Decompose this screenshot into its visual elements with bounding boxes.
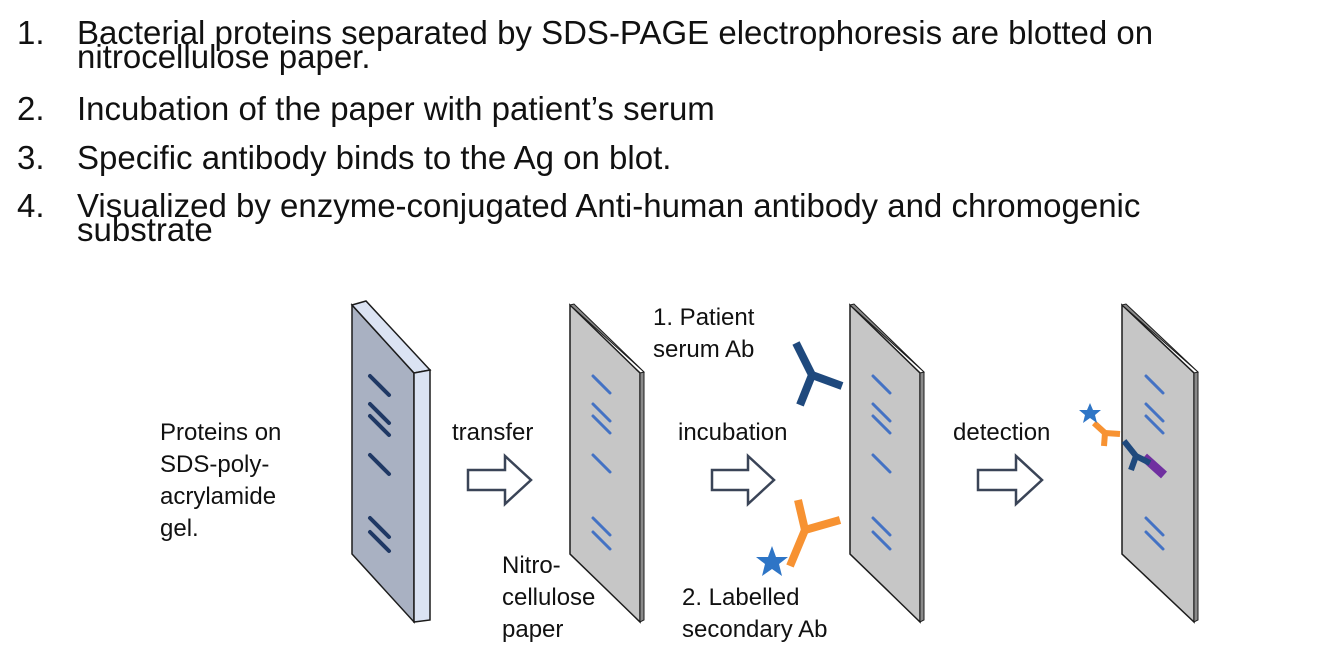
secondary-ab-label: 2. Labelled secondary Ab — [682, 584, 827, 643]
secondary-label-line-1: 2. Labelled — [682, 584, 799, 611]
transfer-arrow-icon — [466, 453, 533, 507]
gel-band — [368, 530, 391, 553]
gel-label: Proteins on SDS-poly- acrylamide gel. — [160, 419, 288, 542]
small-enzyme-star-icon — [1079, 403, 1101, 423]
gel-label-line-1: Proteins on — [160, 419, 281, 446]
paper-front — [569, 303, 641, 624]
paper-band — [1144, 414, 1165, 435]
gel-label-line-2: SDS-poly- — [160, 451, 269, 478]
paper-band — [871, 414, 892, 435]
paper-band — [1144, 374, 1165, 395]
paper-band — [871, 402, 892, 423]
gel-label-line-3: acrylamide — [160, 483, 276, 510]
paper-band — [591, 414, 612, 435]
step-2-line-1: Incubation of the paper with patient’s s… — [77, 90, 715, 127]
gel-band — [368, 453, 391, 476]
paper-edge — [1120, 303, 1200, 623]
paper-band — [1144, 516, 1165, 537]
serum-label-line-2: serum Ab — [653, 336, 754, 363]
serum-ab-label: 1. Patient serum Ab — [653, 304, 761, 363]
step-1-line-1: Bacterial proteins separated by SDS-PAGE… — [77, 14, 1154, 51]
paper-band — [1144, 402, 1165, 423]
step-4-number: 4. — [17, 187, 45, 224]
gel-slab — [350, 300, 432, 624]
step-3-number: 3. — [17, 139, 45, 176]
paper-after-transfer — [568, 303, 645, 624]
paper-band — [1144, 530, 1165, 551]
step-4-line-1: Visualized by enzyme-conjugated Anti-hum… — [77, 187, 1141, 224]
serum-antibody-icon — [792, 341, 844, 407]
paper-band — [591, 402, 612, 423]
nitro-label-line-2: cellulose — [502, 584, 595, 611]
paper-band — [591, 530, 612, 551]
nitrocellulose-label: Nitro- cellulose paper — [502, 552, 602, 643]
paper-band — [871, 516, 892, 537]
step-2-number: 2. — [17, 90, 45, 127]
secondary-label-line-2: secondary Ab — [682, 616, 827, 643]
paper-edge — [568, 303, 645, 623]
detection-arrow-icon — [976, 453, 1044, 507]
step-4-line-2: substrate — [77, 211, 213, 248]
gel-band — [368, 374, 391, 397]
transfer-label: transfer — [452, 419, 533, 446]
paper-band — [871, 453, 892, 474]
step-1-number: 1. — [17, 14, 45, 51]
paper-edge — [848, 303, 925, 623]
gel-band — [368, 516, 391, 539]
serum-label-line-1: 1. Patient — [653, 304, 755, 331]
paper-after-detection — [1120, 303, 1200, 624]
paper-band — [591, 374, 612, 395]
incubation-label: incubation — [678, 419, 787, 446]
gel-band — [368, 402, 391, 425]
detection-label: detection — [953, 419, 1050, 446]
paper-band — [871, 530, 892, 551]
gel-label-line-4: gel. — [160, 515, 199, 542]
nitro-label-line-3: paper — [502, 616, 563, 643]
paper-band — [591, 453, 612, 474]
gel-side — [413, 369, 431, 623]
enzyme-star-icon — [756, 546, 788, 576]
paper-band — [871, 374, 892, 395]
paper-band — [591, 516, 612, 537]
step-1-line-2: nitrocellulose paper. — [77, 38, 371, 75]
paper-after-incubation — [848, 303, 925, 624]
detected-complex-icon — [1079, 403, 1168, 479]
step-3-line-1: Specific antibody binds to the Ag on blo… — [77, 139, 672, 176]
secondary-antibody-icon — [756, 499, 842, 576]
paper-front — [849, 303, 921, 624]
nitro-label-line-1: Nitro- — [502, 552, 561, 579]
incubation-arrow-icon — [710, 453, 776, 507]
gel-band — [368, 414, 391, 437]
